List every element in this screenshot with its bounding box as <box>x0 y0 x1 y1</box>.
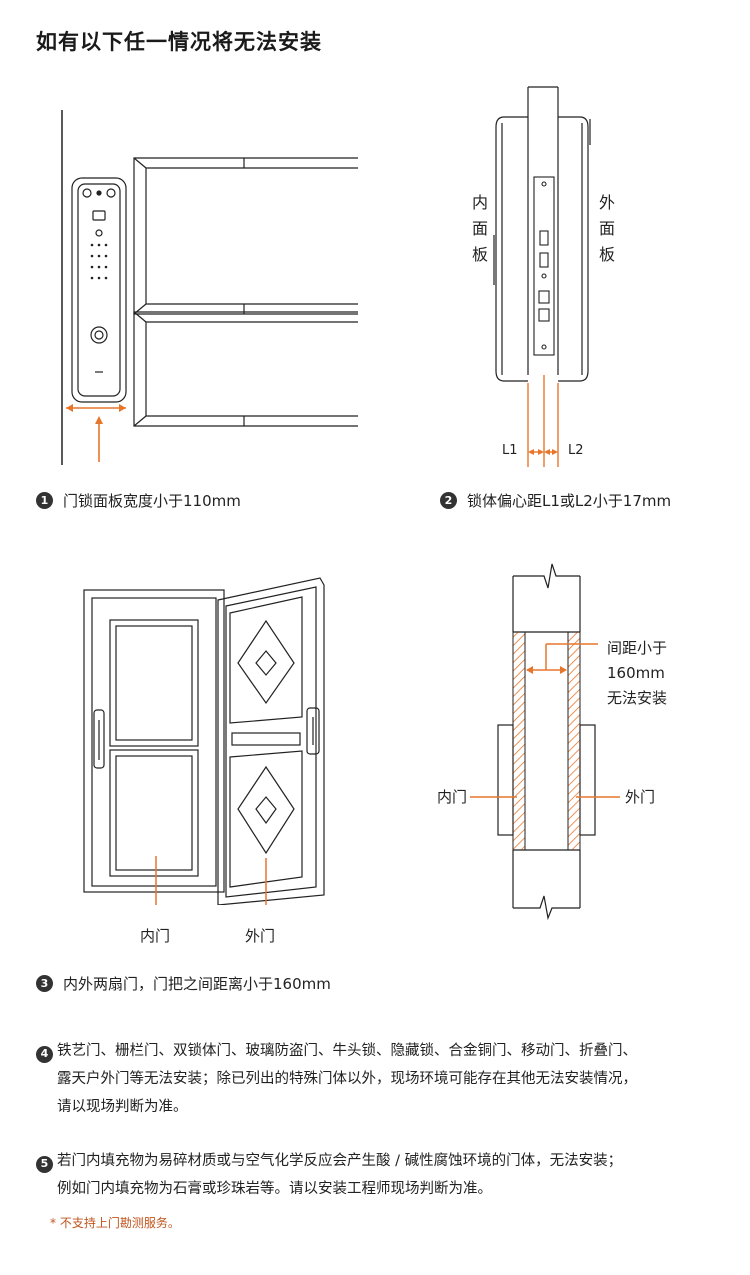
width-dimension-arrow <box>66 404 126 462</box>
gap-note: 间距小于 160mm 无法安装 <box>607 639 668 707</box>
caption-1: 1 门锁面板宽度小于110mm <box>36 490 241 511</box>
section-inner-door-label: 内门 <box>437 788 468 806</box>
inner-panel <box>493 116 528 382</box>
caption-2: 2 锁体偏心距L1或L2小于17mm <box>440 490 671 511</box>
caption-3-text: 内外两扇门，门把之间距离小于160mm <box>63 975 331 993</box>
outer-door-label: 外门 <box>245 927 276 945</box>
caption-1-text: 门锁面板宽度小于110mm <box>63 492 241 510</box>
number-badge: 4 <box>36 1045 53 1063</box>
outer-door <box>217 577 325 905</box>
l2-label: L2 <box>568 443 584 458</box>
door-leaf <box>527 86 559 375</box>
lock-faceplate <box>533 176 555 356</box>
number-badge: 2 <box>440 492 457 509</box>
page-title: 如有以下任一情况将无法安装 <box>36 30 322 54</box>
diagram-lock-offset <box>493 86 591 467</box>
lock-panel <box>71 177 127 403</box>
diagram-panel-width <box>61 110 358 465</box>
door-lower-panel <box>133 311 358 427</box>
outer-panel <box>558 116 591 382</box>
footnote: * 不支持上门勘测服务。 <box>50 1216 180 1230</box>
number-badge: 1 <box>36 492 53 509</box>
section-outer-door-label: 外门 <box>625 788 656 806</box>
door-pointers <box>155 856 267 905</box>
inner-panel-label: 内 面 板 <box>471 193 488 264</box>
door-upper-panel <box>133 157 358 315</box>
number-badge: 5 <box>36 1155 53 1173</box>
outer-panel-label: 外 面 板 <box>598 193 615 264</box>
l1-label: L1 <box>502 443 518 458</box>
number-badge: 3 <box>36 975 53 992</box>
offset-dimension <box>527 375 559 467</box>
diagram-double-door <box>83 577 325 905</box>
diagram-door-gap <box>470 563 620 920</box>
inner-door-label: 内门 <box>140 927 171 945</box>
inner-leaf <box>512 631 526 851</box>
gap-dimension-arrow <box>526 643 598 674</box>
caption-3: 3 内外两扇门，门把之间距离小于160mm <box>36 973 331 994</box>
outer-leaf <box>567 631 581 851</box>
caption-2-text: 锁体偏心距L1或L2小于17mm <box>467 492 672 510</box>
inner-door <box>83 589 225 893</box>
